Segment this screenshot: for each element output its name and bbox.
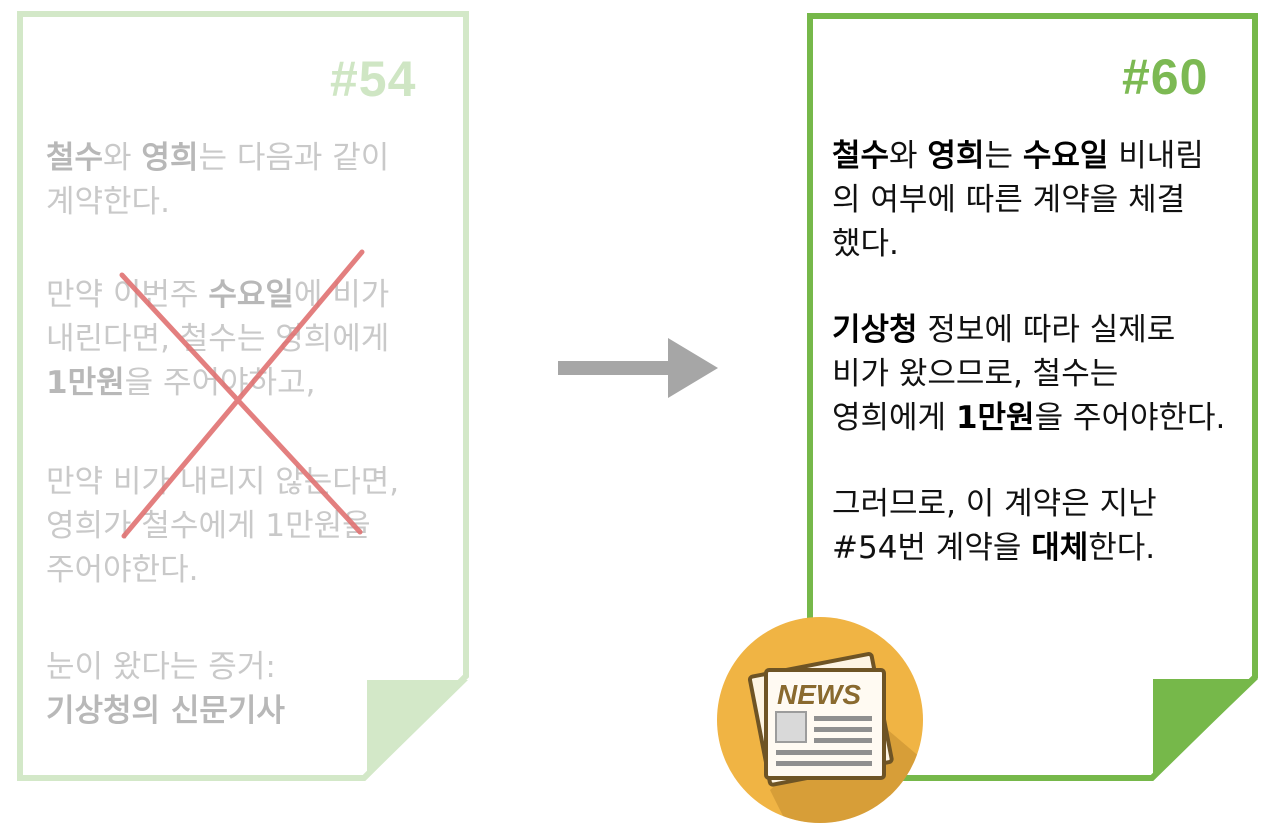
emphasized-text: 기상청	[832, 312, 918, 348]
text-run: 영희가 철수에게 1만원을	[46, 508, 371, 544]
new-page-fold	[1153, 679, 1258, 780]
text-run: 을 주어야하고,	[124, 365, 316, 401]
text-run: #54번 계약을	[832, 530, 1032, 566]
text-run: 는	[984, 138, 1023, 174]
text-run: 는 다음과 같이	[198, 140, 390, 176]
old-contract-paragraph: 눈이 왔다는 증거: 기상청의 신문기사	[46, 645, 285, 733]
emphasized-text: 철수	[832, 138, 890, 174]
emphasized-text: 기상청의 신문기사	[46, 693, 285, 729]
text-run: 비내림	[1108, 138, 1204, 174]
text-run: 내린다면, 철수는 영희에게	[46, 321, 390, 357]
text-run: 한다.	[1088, 530, 1156, 566]
news-label: NEWS	[777, 679, 861, 710]
text-run: 에 비가	[293, 277, 390, 313]
text-run: 비가 왔으므로, 철수는	[832, 356, 1119, 392]
text-run: 만약 비가 내리지 않는다면,	[46, 464, 400, 500]
old-contract-number: #54	[330, 51, 417, 107]
text-run: 영희에게	[832, 400, 956, 436]
new-contract-paragraph: 그러므로, 이 계약은 지난 #54번 계약을 대체한다.	[832, 482, 1157, 570]
text-run: 을 주어야한다.	[1034, 400, 1226, 436]
emphasized-text: 철수	[46, 140, 104, 176]
text-run: 계약한다.	[46, 184, 170, 220]
text-run: 와	[103, 140, 142, 176]
new-contract-number: #60	[1122, 49, 1209, 105]
emphasized-text: 수요일	[1022, 138, 1109, 174]
text-run: 정보에 따라 실제로	[917, 312, 1176, 348]
emphasized-text: 1만원	[46, 365, 125, 401]
emphasized-text: 수요일	[208, 277, 294, 313]
text-run: 그러므로, 이 계약은 지난	[832, 486, 1157, 522]
text-run: 눈이 왔다는 증거:	[46, 649, 276, 685]
text-run: 주어야한다.	[46, 552, 199, 588]
emphasized-text: 영희	[141, 140, 199, 176]
emphasized-text: 대체	[1031, 530, 1089, 566]
old-page-fold	[367, 680, 468, 779]
emphasized-text: 1만원	[955, 400, 1035, 436]
emphasized-text: 영희	[927, 138, 985, 174]
text-run: 만약 이번주	[46, 277, 209, 313]
text-run: 했다.	[832, 226, 899, 262]
replace-arrow	[558, 338, 718, 398]
text-run: 와	[889, 138, 928, 174]
text-run: 의 여부에 따른 계약을 체결	[832, 182, 1186, 218]
newspaper-icon: NEWS	[747, 652, 894, 787]
